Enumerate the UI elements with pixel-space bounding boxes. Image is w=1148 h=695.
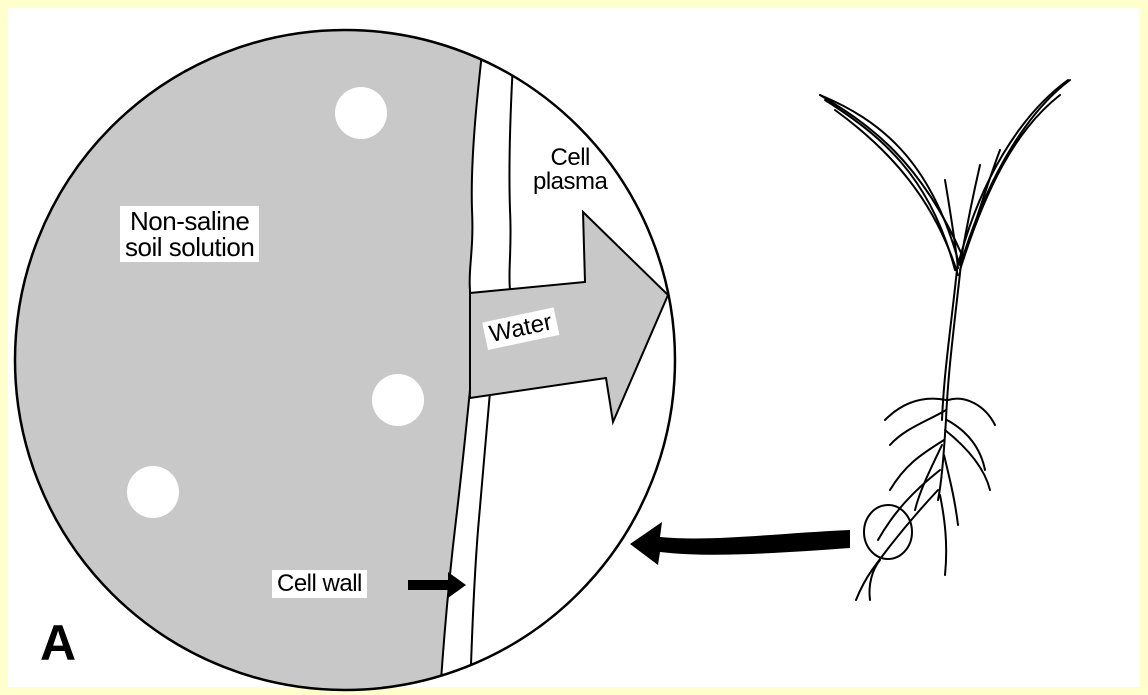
plant-drawing <box>820 80 1070 600</box>
soil-solution-label: Non-saline soil solution <box>120 206 259 262</box>
solute-dot <box>372 374 424 426</box>
solute-dot <box>335 87 387 139</box>
cell-plasma-label: Cell plasma <box>533 146 607 194</box>
cell-wall-label: Cell wall <box>272 570 367 598</box>
soil-solution-region <box>0 0 488 695</box>
magnified-region-marker <box>864 505 912 559</box>
solute-dot <box>127 466 179 518</box>
magnification-arrow <box>630 522 850 565</box>
panel-letter: A <box>40 618 76 668</box>
